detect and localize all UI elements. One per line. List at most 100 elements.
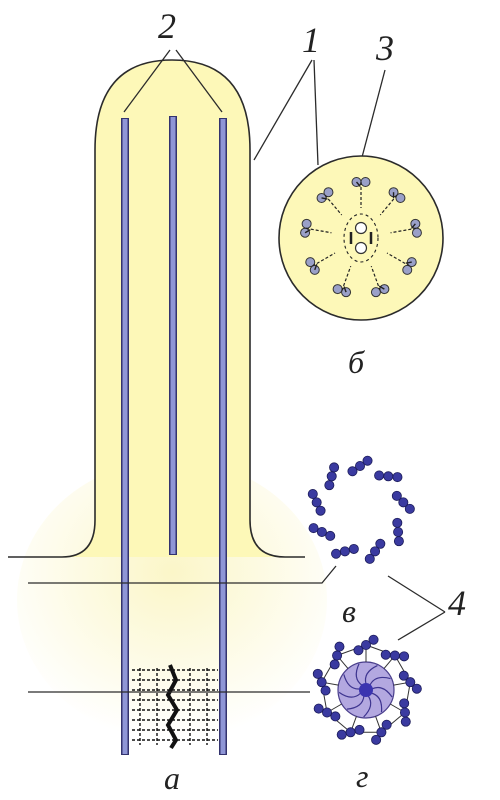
central-tubule-top — [354, 221, 368, 235]
triplet-tubule — [347, 466, 358, 477]
leader-4-v — [387, 575, 446, 613]
central-sheath — [343, 213, 379, 263]
radial-spoke — [370, 265, 381, 291]
dynein-arm — [410, 223, 416, 229]
radial-spoke — [324, 194, 343, 216]
dynein-arm — [405, 261, 412, 264]
doublet-tubule-b — [323, 187, 334, 198]
radial-spoke — [341, 265, 352, 291]
triplet-tubule — [398, 670, 409, 681]
triplet-tubule — [329, 659, 340, 670]
dynein-arm — [304, 229, 311, 234]
panel-label-g: г — [356, 758, 369, 794]
label-3: 3 — [376, 28, 394, 68]
cartwheel-spoke — [369, 676, 391, 686]
triplet-tubule — [380, 649, 391, 660]
triplet-tubule — [339, 546, 350, 557]
triplet-tubule — [383, 471, 394, 482]
triplet-tubule — [330, 711, 341, 722]
cartwheel-spoke — [371, 686, 393, 698]
triplet-ring-v — [307, 455, 415, 564]
triplet-tubule — [374, 470, 385, 481]
dynein-arm — [321, 197, 328, 200]
triplet-tubule — [307, 489, 318, 500]
cartwheel-spoke — [338, 691, 362, 698]
triplet-tubule — [404, 503, 415, 514]
triplet-tubule — [362, 455, 373, 466]
basal-body-core — [165, 664, 180, 750]
triplet-tubule — [411, 683, 422, 694]
triplet-tubule — [368, 634, 379, 645]
cartwheel-spoke — [363, 695, 372, 718]
leader-2-left — [123, 49, 171, 113]
label-4: 4 — [448, 583, 466, 623]
dynein-arm — [355, 181, 361, 188]
triplet-tubule — [389, 650, 400, 661]
doublet-tubule-b — [360, 177, 371, 187]
triplet-tubule — [392, 517, 403, 528]
triplet-tubule — [400, 716, 411, 727]
radial-spoke — [312, 252, 336, 267]
dynein-arm — [378, 285, 385, 290]
triplet-tubule — [329, 462, 340, 473]
triplet-tubule — [348, 543, 359, 554]
triplet-tubule — [393, 527, 404, 538]
triplet-tubule — [399, 698, 410, 709]
triplet-tubule — [393, 536, 404, 547]
leader-1-b — [313, 59, 319, 166]
cartwheel-hub — [359, 683, 373, 697]
triplet-tubule — [375, 538, 386, 549]
triplet-tubule — [308, 523, 319, 534]
cartwheel-spoke — [346, 695, 365, 710]
label-1: 1 — [302, 20, 320, 60]
triplet-tubule — [316, 527, 327, 538]
triplet-tubule — [399, 707, 410, 718]
basal-body-cross-section — [312, 634, 422, 745]
radial-spoke — [305, 227, 332, 234]
dynein-arm — [314, 264, 318, 271]
panel-label-b: б — [348, 344, 365, 380]
radial-spoke — [379, 194, 398, 216]
cartwheel-spoke — [343, 674, 361, 690]
triplet-tubule — [391, 490, 402, 501]
triplet-tubule — [398, 497, 409, 508]
doublet-tubule-b — [411, 227, 422, 238]
triplet-tubule — [353, 645, 364, 656]
triplet-tubule — [315, 505, 326, 516]
cartwheel-spoke — [364, 664, 378, 685]
doublet-tubule-b — [402, 264, 413, 275]
triplet-tubule — [316, 677, 327, 688]
triplet-tubule — [332, 650, 343, 661]
radial-spoke — [386, 252, 410, 267]
triplet-tubule — [354, 460, 365, 471]
triplet-tubule — [392, 472, 403, 483]
triplet-tubule — [376, 727, 387, 738]
triplet-tubule — [320, 685, 331, 696]
cartwheel-spoke — [355, 663, 363, 686]
radial-spoke — [390, 227, 417, 234]
triplet-tubule — [370, 546, 381, 557]
leader-2-right — [175, 49, 223, 113]
panel-label-a: а — [164, 760, 180, 796]
leader-4-g — [397, 611, 446, 641]
doublet-tubule-b — [395, 192, 406, 203]
label-2: 2 — [158, 6, 176, 46]
triplet-tubule — [364, 553, 375, 564]
triplet-tubule — [354, 724, 365, 735]
triplet-tubule — [324, 480, 335, 491]
triplet-tubule — [312, 668, 323, 679]
panel-label-v: в — [342, 593, 356, 629]
triplet-tubule — [322, 707, 333, 718]
doublet-tubule-b — [370, 287, 381, 298]
cartwheel-spoke — [371, 692, 383, 713]
triplet-tubule — [399, 651, 410, 662]
triplet-tubule — [381, 719, 392, 730]
triplet-tubule — [371, 734, 382, 745]
triplet-tubule — [325, 530, 336, 541]
doublet-tubule-b — [305, 257, 316, 268]
cross-section-doublets — [300, 177, 422, 298]
triplet-tubule — [313, 703, 324, 714]
triplet-tubule — [405, 677, 416, 688]
pointer-line-v — [28, 565, 337, 584]
